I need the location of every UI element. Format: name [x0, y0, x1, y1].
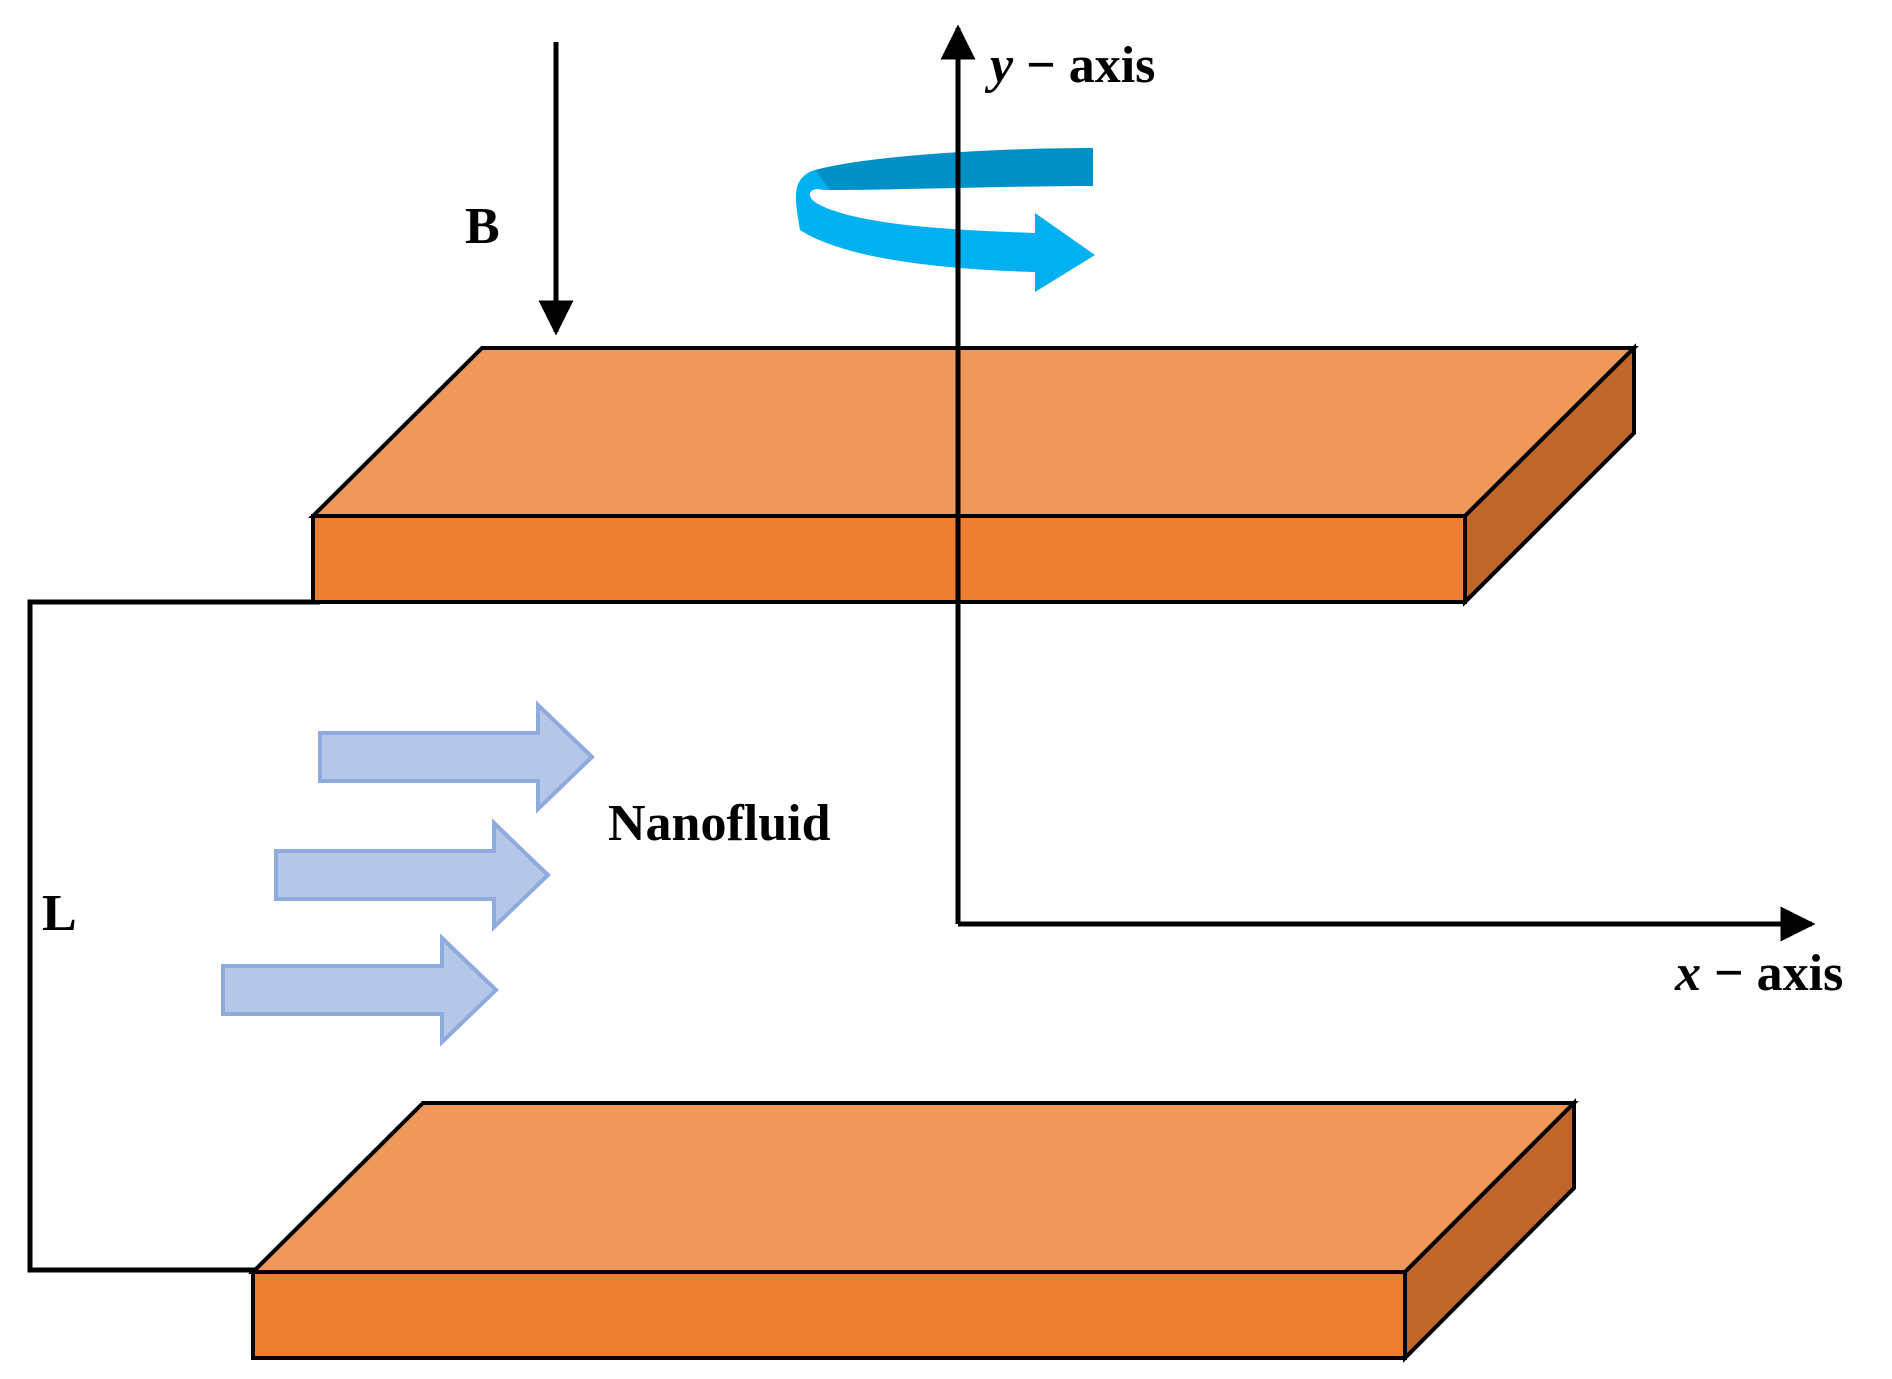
lower-plate: [248, 1098, 1579, 1363]
upper-plate-front-face: [311, 514, 1467, 604]
y-axis-suffix: − axis: [1013, 37, 1155, 94]
lower-plate-front-face: [251, 1270, 1407, 1360]
x-axis-variable: x: [1674, 945, 1701, 1002]
y-axis-label: y − axis: [984, 37, 1155, 94]
x-axis-label: x − axis: [1674, 945, 1843, 1002]
flow-arrow-icon: [318, 700, 595, 814]
flow-arrow-icon: [274, 818, 551, 932]
lower-plate-top-face: [248, 1101, 1579, 1274]
y-axis-variable: y: [984, 37, 1014, 94]
distance-bracket-line: [27, 599, 320, 1273]
rotation-arrow-icon: [795, 148, 1095, 292]
upper-plate-top-face: [308, 346, 1639, 518]
flow-arrow-icon: [221, 933, 499, 1047]
nanofluid-label: Nanofluid: [608, 795, 831, 852]
x-axis-suffix: − axis: [1701, 945, 1843, 1002]
magnetic-field-label: B: [465, 198, 500, 255]
upper-plate: [308, 343, 1639, 607]
distance-label: L: [42, 885, 77, 942]
